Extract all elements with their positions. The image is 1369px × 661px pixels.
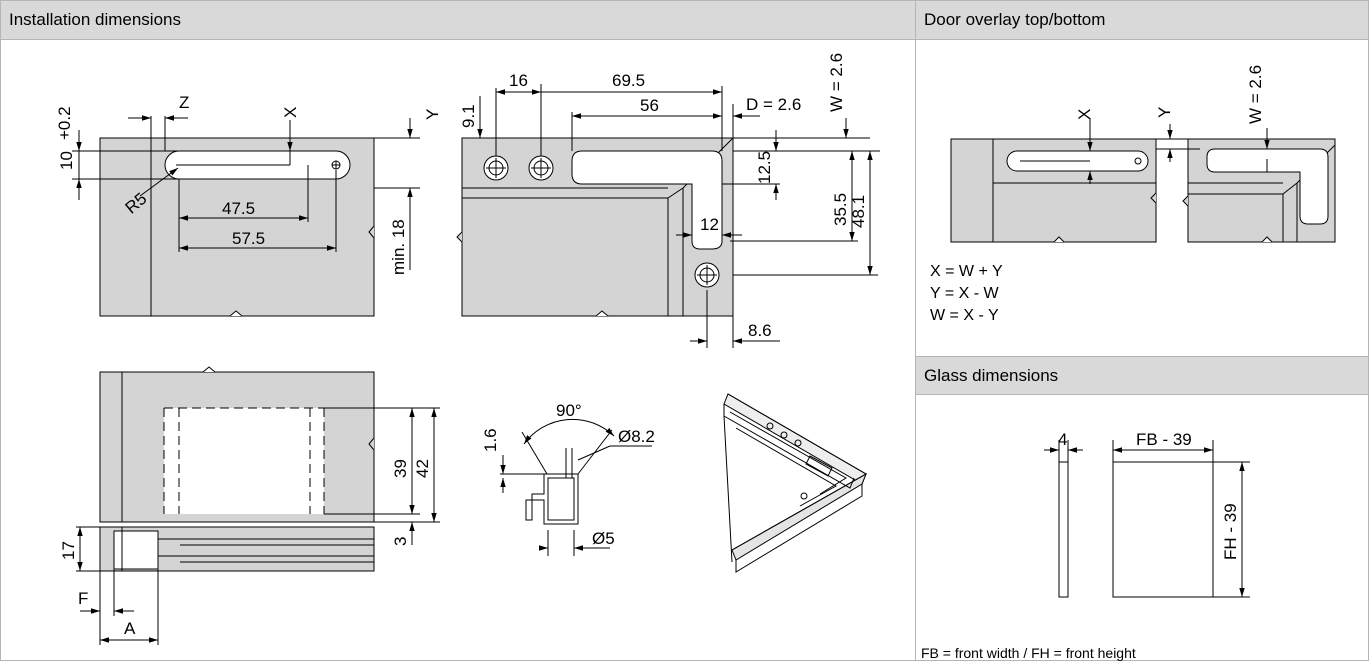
frame-corner-isometric <box>723 393 868 573</box>
label-3: 3 <box>391 537 410 546</box>
l-slot-outline <box>571 150 723 250</box>
label-y-left: Y <box>423 109 442 120</box>
label-69-5: 69.5 <box>612 71 645 90</box>
label-f: F <box>78 589 88 608</box>
glass-header: Glass dimensions <box>916 356 1368 395</box>
glass-front-view <box>1112 461 1214 598</box>
overlay-screw-icon <box>1134 157 1142 165</box>
formula-w: W = X - Y <box>930 307 999 324</box>
label-9-1: 9.1 <box>459 104 478 128</box>
overlay-drawing: X Y W = 2.6 <box>950 65 1336 243</box>
label-a: A <box>124 619 136 638</box>
label-d: D = 2.6 <box>746 95 801 114</box>
label-min18: min. 18 <box>389 219 408 275</box>
profile-cross-section <box>500 448 579 525</box>
label-z: Z <box>179 93 189 112</box>
installation-drawing: Z X 10 +0.2 R5 47.5 57.5 Y min. 18 9.1 1… <box>55 53 880 645</box>
glass-label-width: FB - 39 <box>1136 430 1192 449</box>
label-16: 16 <box>509 71 528 90</box>
label-56: 56 <box>640 96 659 115</box>
label-12: 12 <box>700 215 719 234</box>
label-39: 39 <box>391 459 410 478</box>
label-1-6: 1.6 <box>481 428 500 452</box>
label-phi-8-2: Ø8.2 <box>618 427 655 446</box>
glass-edge-view <box>1058 461 1069 598</box>
installation-title: Installation dimensions <box>9 10 181 29</box>
glass-label-height: FH - 39 <box>1221 503 1240 560</box>
overlay-label-y: Y <box>1155 107 1174 118</box>
installation-header: Installation dimensions <box>1 1 915 40</box>
label-57-5: 57.5 <box>232 229 265 248</box>
overlay-title: Door overlay top/bottom <box>924 10 1106 29</box>
label-48-1: 48.1 <box>849 195 868 228</box>
label-47-5: 47.5 <box>222 199 255 218</box>
glass-title: Glass dimensions <box>924 366 1059 385</box>
label-42: 42 <box>413 459 432 478</box>
label-tolerance: +0.2 <box>55 106 74 140</box>
label-35-5: 35.5 <box>831 193 850 226</box>
label-x: X <box>281 107 300 118</box>
overlay-label-x: X <box>1075 109 1094 120</box>
glass-label-thickness: 4 <box>1058 430 1067 449</box>
formula-x: X = W + Y <box>930 263 1003 280</box>
label-17: 17 <box>59 541 78 560</box>
label-w: W = 2.6 <box>827 53 846 112</box>
panel-divider-vertical <box>915 1 916 660</box>
label-phi-5: Ø5 <box>592 529 615 548</box>
label-12-5: 12.5 <box>755 151 774 184</box>
overlay-label-w: W = 2.6 <box>1246 65 1265 124</box>
glass-drawing: 4 FB - 39 FH - 39 <box>1044 430 1250 598</box>
overlay-header: Door overlay top/bottom <box>916 1 1368 40</box>
label-90: 90° <box>556 401 582 420</box>
overlay-formulas: X = W + Y Y = X - W W = X - Y <box>930 261 1003 327</box>
label-10: 10 <box>57 151 76 170</box>
label-8-6: 8.6 <box>748 321 772 340</box>
glass-note: FB = front width / FH = front height <box>921 645 1136 661</box>
formula-y: Y = X - W <box>930 285 999 302</box>
